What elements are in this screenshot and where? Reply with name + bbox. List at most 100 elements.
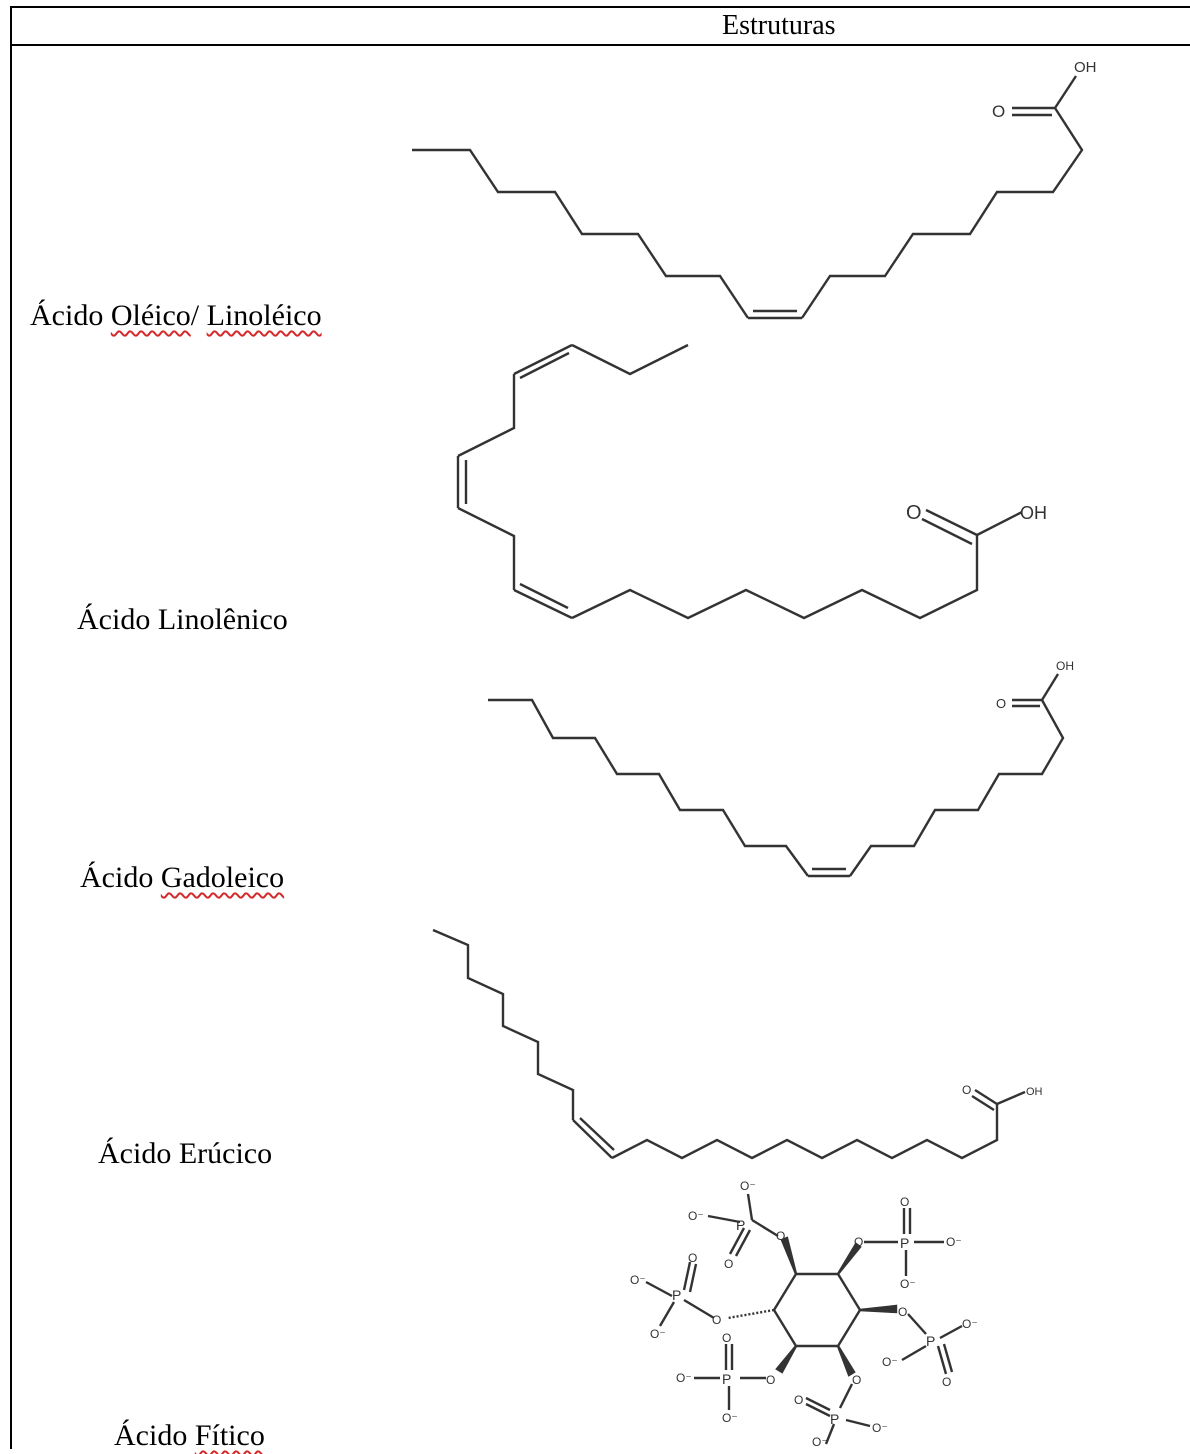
oleic-hydroxyl-bond — [1053, 75, 1078, 109]
phytic-p-2: P — [900, 1235, 909, 1251]
phytic-o-ring-2: O — [854, 1235, 863, 1249]
structure-oleic-linoleic: O OH — [412, 59, 1097, 320]
name-word-linoleico: Linoléico — [206, 299, 322, 332]
gadoleic-chain-left — [488, 698, 809, 877]
header-divider — [10, 44, 1190, 46]
phytic-p-6: P — [830, 1411, 839, 1427]
phytic-o-6c: O⁻ — [872, 1421, 888, 1435]
structure-erucic: O OH — [432, 928, 1043, 1160]
phytic-o-2b: O⁻ — [946, 1235, 962, 1249]
phytic-bond-4c — [936, 1345, 948, 1375]
phytic-bond-1e — [734, 1229, 752, 1257]
row-name-oleic-linoleic: Ácido Oléico/ Linoléico — [30, 298, 322, 334]
linolenic-tail — [571, 343, 689, 376]
phytic-bond-6c — [805, 1402, 831, 1418]
column-header-structures: Estruturas — [722, 10, 836, 41]
phytic-wedge-1 — [780, 1236, 798, 1275]
phytic-ring — [772, 1272, 862, 1348]
row-name-gadoleic: Ácido Gadoleico — [80, 860, 284, 896]
erucic-carbonyl-bond — [974, 1088, 998, 1106]
linolenic-chain-a — [457, 374, 516, 458]
gadoleic-oh: OH — [1056, 659, 1074, 673]
linolenic-hydroxyl-bond — [976, 510, 1023, 537]
gadoleic-carbonyl-o: O — [996, 696, 1006, 711]
phytic-bond-4b — [939, 1324, 963, 1340]
phytic-o-4d: O⁻ — [882, 1355, 898, 1369]
phytic-o-1a: O⁻ — [740, 1179, 756, 1193]
phytic-bond-6a — [838, 1383, 854, 1409]
name-word-oleico: Oléico — [110, 299, 191, 332]
phytic-o-2a: O — [900, 1195, 909, 1209]
erucic-oh: OH — [1026, 1086, 1043, 1098]
phytic-o-5b: O — [722, 1331, 731, 1345]
erucic-carbonyl-o: O — [962, 1083, 971, 1097]
name-word-fitico: Fítico — [194, 1419, 265, 1452]
erucic-chain — [611, 1104, 999, 1160]
linolenic-carbonyl-bond-2 — [921, 517, 973, 546]
erucic-double-bond — [572, 1119, 613, 1159]
phytic-o-3a: O — [688, 1251, 697, 1265]
linolenic-double-bond-3 — [513, 588, 573, 620]
name-prefix: Ácido Linolênico — [77, 603, 288, 636]
name-prefix: Ácido — [114, 1419, 195, 1452]
erucic-double-bond-inner — [579, 1117, 615, 1151]
phytic-wedge-4 — [836, 1345, 856, 1377]
phytic-bond-3c — [688, 1263, 698, 1293]
phytic-o-5d: O⁻ — [722, 1411, 738, 1425]
gadoleic-hydroxyl-bond — [1040, 673, 1060, 701]
phytic-o-5a: O — [766, 1373, 775, 1387]
phytic-o-1b: O⁻ — [688, 1209, 704, 1223]
structure-gadoleic: O OH — [488, 659, 1074, 878]
name-separator: / — [190, 299, 207, 332]
row-name-linolenic: Ácido Linolênico — [77, 602, 288, 638]
erucic-tail — [432, 928, 575, 1120]
phytic-bond-3d — [645, 1280, 673, 1298]
phytic-o-6a: O — [852, 1373, 861, 1387]
phytic-o-4c: O — [942, 1375, 951, 1389]
phytic-wedge-3 — [859, 1304, 898, 1314]
phytic-o-3c: O⁻ — [650, 1327, 666, 1341]
phytic-bond-6e — [824, 1423, 836, 1445]
row-name-erucic: Ácido Erúcico — [98, 1136, 272, 1172]
phytic-o-3b: O⁻ — [630, 1273, 646, 1287]
linolenic-double-bond-1 — [513, 343, 573, 376]
phytic-bond-1b — [746, 1193, 754, 1221]
phytic-o-4a: O — [898, 1305, 907, 1319]
structures-table — [10, 6, 1190, 1449]
erucic-carbonyl-bond-2 — [971, 1094, 995, 1112]
phytic-bond-4e — [901, 1344, 927, 1362]
linolenic-carbonyl-o: O — [906, 502, 922, 524]
oleic-chain-right — [801, 107, 1084, 319]
oleic-chain-left — [412, 148, 749, 319]
phytic-bond-4a — [907, 1313, 927, 1335]
phytic-p-4: P — [926, 1333, 935, 1349]
linolenic-chain-c — [571, 535, 979, 620]
linolenic-chain-b — [457, 506, 516, 590]
phytic-p-1: P — [736, 1217, 745, 1233]
linolenic-oh: OH — [1020, 503, 1047, 523]
phytic-o-2c: O⁻ — [900, 1277, 916, 1291]
phytic-p-3: P — [672, 1287, 681, 1303]
phytic-wedge-2 — [836, 1242, 862, 1275]
phytic-o-ring-1: O — [776, 1229, 785, 1243]
phytic-bond-3b — [682, 1261, 692, 1291]
structure-phytic: P O⁻ O⁻ O P O O⁻ O⁻ P O O⁻ O⁻ O P O O⁻ O — [630, 1179, 978, 1449]
oleic-carbonyl-o: O — [992, 102, 1005, 121]
phytic-p-5: P — [722, 1371, 731, 1387]
phytic-bond-6d — [845, 1418, 871, 1428]
phytic-hashed-bond — [727, 1308, 775, 1320]
phytic-bond-1d — [728, 1227, 746, 1255]
phytic-bond-1c — [707, 1214, 741, 1224]
gadoleic-chain-right — [849, 699, 1065, 877]
phytic-bond-3a — [683, 1298, 715, 1320]
erucic-hydroxyl-bond — [996, 1090, 1026, 1106]
phytic-o-5c: O⁻ — [676, 1371, 692, 1385]
phytic-wedge-5 — [775, 1345, 798, 1374]
phytic-bond-4d — [942, 1343, 954, 1373]
phytic-o-4b: O⁻ — [962, 1317, 978, 1331]
phytic-o-6b: O — [794, 1393, 803, 1407]
phytic-bond-6b — [805, 1396, 831, 1412]
linolenic-double-bond-3-inner — [519, 582, 569, 610]
structure-linolenic: O OH — [456, 343, 1047, 620]
